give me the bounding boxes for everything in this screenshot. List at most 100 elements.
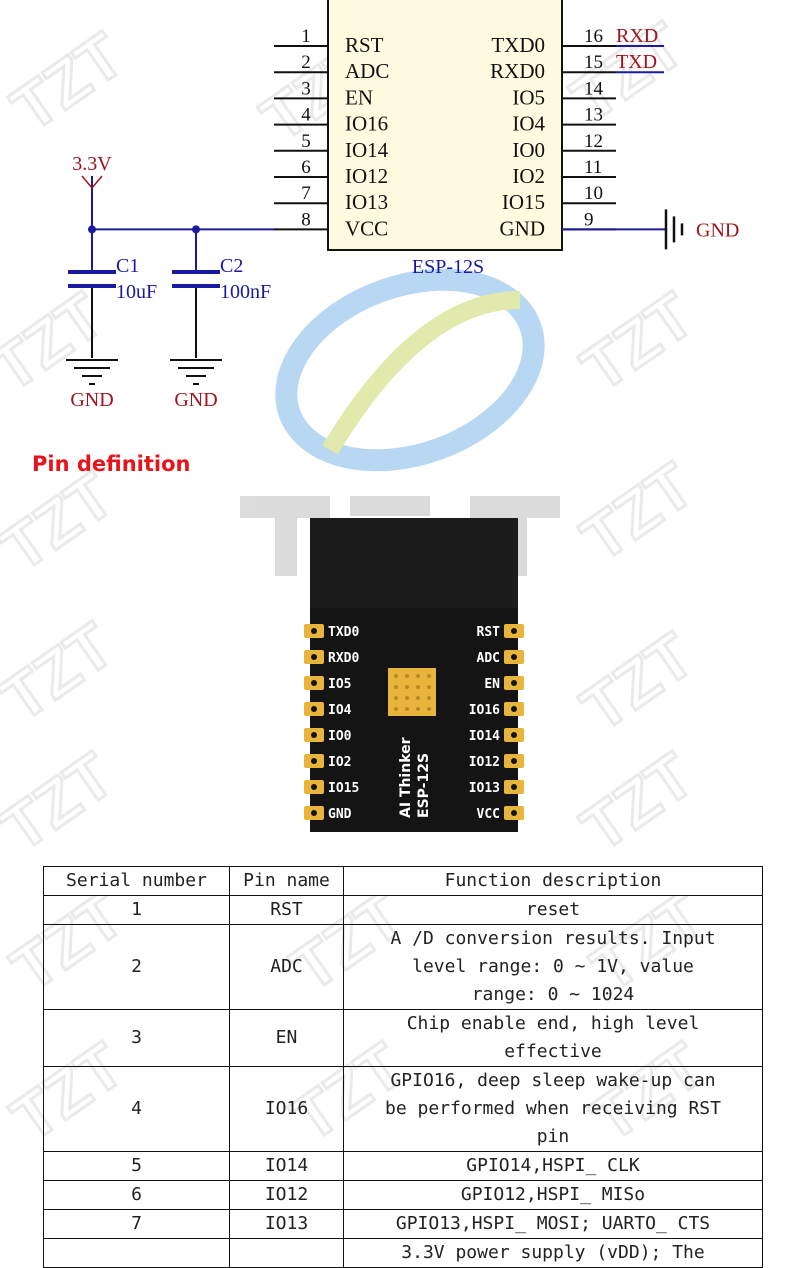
pin-number: 9 [584,209,594,230]
header-serial-number: Serial number [43,866,230,896]
table-header-row: Serial number Pin name Function descript… [43,866,763,896]
pin-name: TXD0 [491,33,545,57]
cell-serial-number: 3 [43,1009,230,1067]
pin-number: 4 [301,105,311,126]
pad-hole [311,654,317,660]
pad-hole [511,680,517,686]
pad-hole [311,680,317,686]
via-dot [427,696,431,700]
pin-number: 10 [584,183,603,204]
via-dot [394,685,398,689]
cap-ref: C1 [116,255,139,277]
description-line: A /D conversion results. Input [390,928,716,949]
pin-name: EN [345,85,373,109]
pad-hole [511,654,517,660]
cell-pin-name: IO12 [229,1180,344,1210]
module-pin-label: TXD0 [328,625,359,640]
module-pin-label: IO16 [469,703,500,718]
gnd-label: GND [174,389,217,411]
description-line: GPIO12,HSPI_ MISo [460,1184,646,1205]
module-pin-label: EN [484,677,500,692]
pin-name: IO5 [512,85,545,109]
watermark-tile: TZT [567,737,707,866]
via-dot [416,674,420,678]
module-pin-label: IO4 [328,703,352,718]
cell-pin-name: IO13 [229,1209,344,1239]
module-pin-label: RXD0 [328,651,359,666]
watermark-tile: TZT [0,457,128,586]
cell-function-description: GPIO13,HSPI_ MOSI; UARTO_ CTS [343,1209,763,1239]
description-line: 3.3V power supply (vDD); The [401,1242,705,1263]
pad-hole [311,758,317,764]
power-label: 3.3V [72,153,112,175]
via-dot [394,696,398,700]
watermark-text: TZT [569,619,706,745]
cell-serial-number [43,1238,230,1268]
table-row: 3.3V power supply (vDD); The [43,1238,763,1268]
cell-pin-name: IO14 [229,1151,344,1181]
module-model: ESP-12S [416,753,432,818]
description-line: GPIO16, deep sleep wake-up can [390,1070,716,1091]
pin-name: RXD0 [490,59,545,83]
pin-name: VCC [345,216,388,240]
via-dot [427,707,431,711]
section-heading: Pin definition [32,452,191,476]
via-dot [416,685,420,689]
module-pin-label: IO12 [469,755,500,770]
pin-name: IO4 [512,112,545,136]
pin-name: IO14 [345,138,389,162]
watermark-tile: TZT [567,617,707,746]
module-pin-label: ADC [477,651,500,666]
module-pin-label: GND [328,807,352,822]
pin-number: 8 [301,209,311,230]
cell-pin-name: RST [229,895,344,925]
pad-hole [311,628,317,634]
cell-serial-number: 4 [43,1066,230,1152]
module-brand: AI Thinker [398,737,414,818]
cap-ref: C2 [220,255,243,277]
cell-pin-name: EN [229,1009,344,1067]
module-pin-label: IO0 [328,729,352,744]
pin-number: 6 [301,157,311,178]
via-dot [394,674,398,678]
pad-hole [511,784,517,790]
description-line: be performed when receiving RST [385,1098,721,1119]
cell-function-description: GPIO14,HSPI_ CLK [343,1151,763,1181]
watermark-text: TZT [0,459,126,585]
pin-number: 16 [584,26,603,47]
cell-serial-number: 6 [43,1180,230,1210]
pad-hole [311,732,317,738]
pin-number: 15 [584,52,603,73]
pin-number: 3 [301,78,311,99]
pin-name: IO0 [512,138,545,162]
pin-name: RST [345,33,384,57]
pin-name: IO2 [512,164,545,188]
pad-hole [311,706,317,712]
cell-pin-name [229,1238,344,1268]
pin-name: IO15 [502,190,545,214]
pin-name: IO12 [345,164,388,188]
module-name: ESP-12S [412,256,484,278]
pin-number: 5 [301,131,311,152]
pin-number: 11 [584,157,602,178]
watermark-text: TZT [569,739,706,865]
cell-serial-number: 2 [43,924,230,1010]
cell-serial-number: 1 [43,895,230,925]
header-function-description: Function description [343,866,763,896]
via-dot [405,674,409,678]
module-pin-label: IO5 [328,677,351,692]
pin-name: ADC [345,59,389,83]
net-label: TXD [616,51,657,73]
description-line: pin [536,1126,570,1147]
via-dot [405,696,409,700]
gnd-label: GND [696,219,739,241]
via-dot [416,696,420,700]
via-dot [405,707,409,711]
watermark-tile: TZT [0,607,128,736]
via-dot [394,707,398,711]
